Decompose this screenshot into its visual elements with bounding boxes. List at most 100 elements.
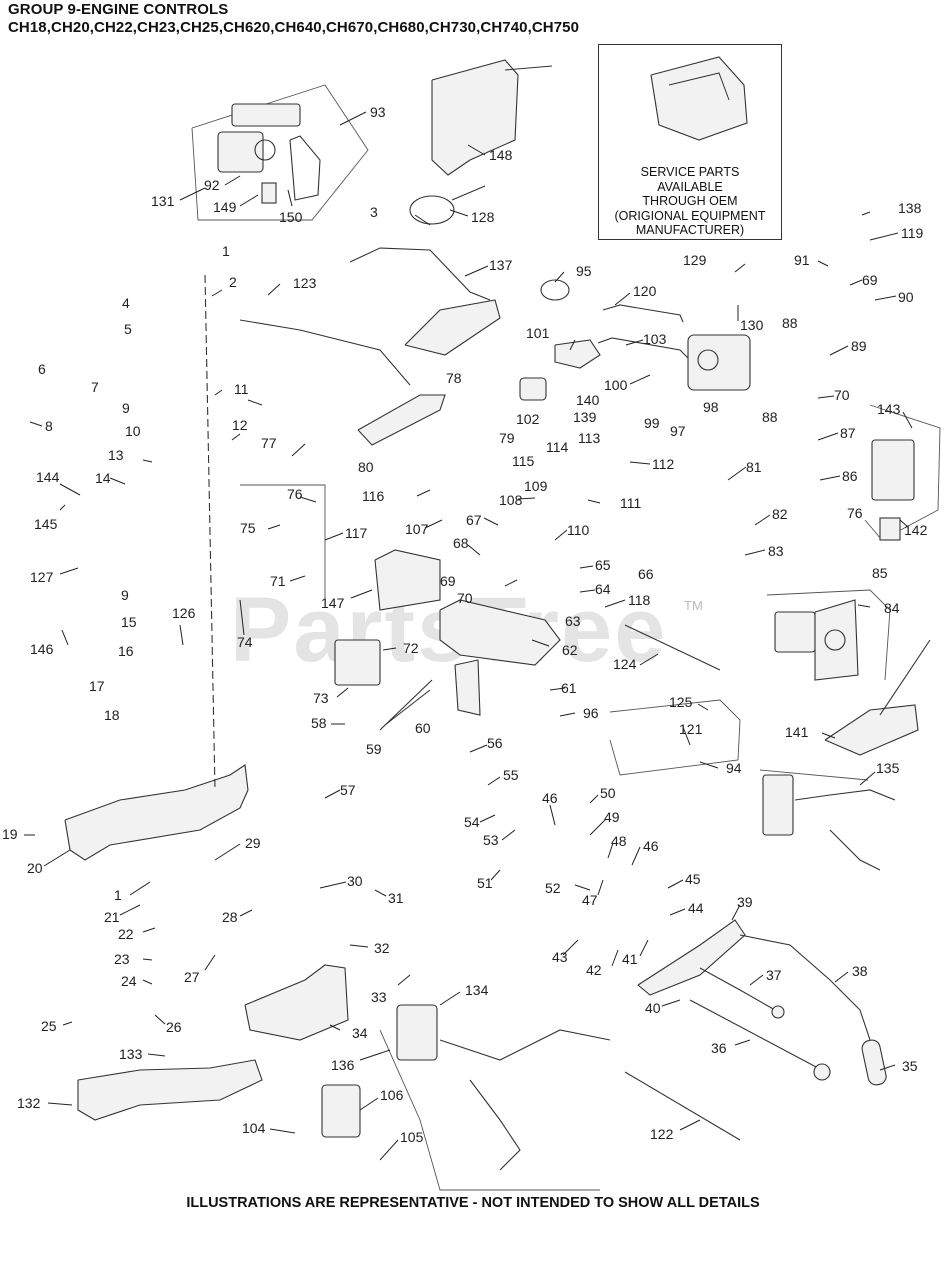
callout-19: 19 (2, 826, 18, 842)
callout-27: 27 (184, 969, 200, 985)
callout-127: 127 (30, 569, 54, 585)
callout-3: 3 (370, 204, 378, 220)
callout-69: 69 (440, 573, 456, 589)
callout-18: 18 (104, 707, 120, 723)
callout-48: 48 (611, 833, 627, 849)
callout-87: 87 (840, 425, 856, 441)
callout-43: 43 (552, 949, 568, 965)
callout-144: 144 (36, 469, 60, 485)
callout-107: 107 (405, 521, 429, 537)
callout-60: 60 (415, 720, 431, 736)
callout-105: 105 (400, 1129, 424, 1145)
callout-74: 74 (237, 634, 253, 650)
callout-145: 145 (34, 516, 58, 532)
diagram-title: GROUP 9-ENGINE CONTROLS (8, 1, 229, 18)
callout-148: 148 (489, 147, 513, 163)
callout-133: 133 (119, 1046, 143, 1062)
callout-12: 12 (232, 417, 248, 433)
callout-70: 70 (457, 590, 473, 606)
callout-96: 96 (583, 705, 599, 721)
callout-92: 92 (204, 177, 220, 193)
part-drawings (64, 59, 931, 1171)
callout-83: 83 (768, 543, 784, 559)
callout-104: 104 (242, 1120, 266, 1136)
group-outlines (191, 84, 941, 1191)
callout-16: 16 (118, 643, 134, 659)
callout-142: 142 (904, 522, 928, 538)
callout-47: 47 (582, 892, 598, 908)
callout-79: 79 (499, 430, 515, 446)
callout-123: 123 (293, 275, 317, 291)
callout-139: 139 (573, 409, 597, 425)
callout-101: 101 (526, 325, 550, 341)
callout-30: 30 (347, 873, 363, 889)
callout-34: 34 (352, 1025, 368, 1041)
callout-77: 77 (261, 435, 277, 451)
callout-69-right: 69 (862, 272, 878, 288)
callout-23: 23 (114, 951, 130, 967)
callout-7: 7 (91, 379, 99, 395)
callout-58: 58 (311, 715, 327, 731)
callout-1: 1 (222, 243, 230, 259)
callout-64: 64 (595, 581, 611, 597)
callout-25: 25 (41, 1018, 57, 1034)
footer-disclaimer: ILLUSTRATIONS ARE REPRESENTATIVE - NOT I… (186, 1195, 760, 1211)
callout-126: 126 (172, 605, 196, 621)
oem-service-parts-box: SERVICE PARTS AVAILABLE THROUGH OEM (ORI… (598, 44, 782, 240)
callout-82: 82 (772, 506, 788, 522)
callout-138: 138 (898, 200, 922, 216)
callout-116: 116 (362, 488, 385, 504)
callout-137: 137 (489, 257, 513, 273)
callout-35: 35 (902, 1058, 918, 1074)
callout-52: 52 (545, 880, 561, 896)
leader-lines (24, 111, 913, 1161)
callout-51: 51 (477, 875, 493, 891)
callout-28: 28 (222, 909, 238, 925)
callout-113: 113 (578, 430, 601, 446)
callout-99: 99 (644, 415, 660, 431)
callout-20: 20 (27, 860, 43, 876)
watermark-trademark: TM (684, 598, 703, 613)
callout-57: 57 (340, 782, 356, 798)
callout-49: 49 (604, 809, 620, 825)
callout-32: 32 (374, 940, 390, 956)
callout-40: 40 (645, 1000, 661, 1016)
callout-71: 71 (270, 573, 286, 589)
callout-65: 65 (595, 557, 611, 573)
callout-109: 109 (524, 478, 548, 494)
callout-112: 112 (652, 456, 675, 472)
callout-56: 56 (487, 735, 503, 751)
callout-143: 143 (877, 401, 901, 417)
callout-72: 72 (403, 640, 419, 656)
model-list: CH18,CH20,CH22,CH23,CH25,CH620,CH640,CH6… (8, 19, 580, 36)
callout-31: 31 (388, 890, 404, 906)
callout-149: 149 (213, 199, 237, 215)
callout-134: 134 (465, 982, 489, 998)
callout-140: 140 (576, 392, 600, 408)
callout-88: 88 (782, 315, 798, 331)
callout-141: 141 (785, 724, 809, 740)
callout-86: 86 (842, 468, 858, 484)
callout-14: 14 (95, 470, 111, 486)
callout-115: 115 (512, 453, 535, 469)
callout-36: 36 (711, 1040, 727, 1056)
callout-131: 131 (151, 193, 175, 209)
callout-110: 110 (567, 522, 590, 538)
callout-103: 103 (643, 331, 667, 347)
callout-9: 9 (122, 400, 130, 416)
callout-6: 6 (38, 361, 46, 377)
callout-24: 24 (121, 973, 137, 989)
callout-102: 102 (516, 411, 540, 427)
callout-129: 129 (683, 252, 707, 268)
callout-39: 39 (737, 894, 753, 910)
callout-111: 111 (620, 495, 641, 511)
callout-91: 91 (794, 252, 810, 268)
callout-124: 124 (613, 656, 637, 672)
callout-70-right: 70 (834, 387, 850, 403)
callout-120: 120 (633, 283, 657, 299)
callout-150: 150 (279, 209, 303, 225)
callout-100: 100 (604, 377, 628, 393)
callout-9-lower: 9 (121, 587, 129, 603)
callout-75: 75 (240, 520, 256, 536)
callout-76-right: 76 (847, 505, 863, 521)
